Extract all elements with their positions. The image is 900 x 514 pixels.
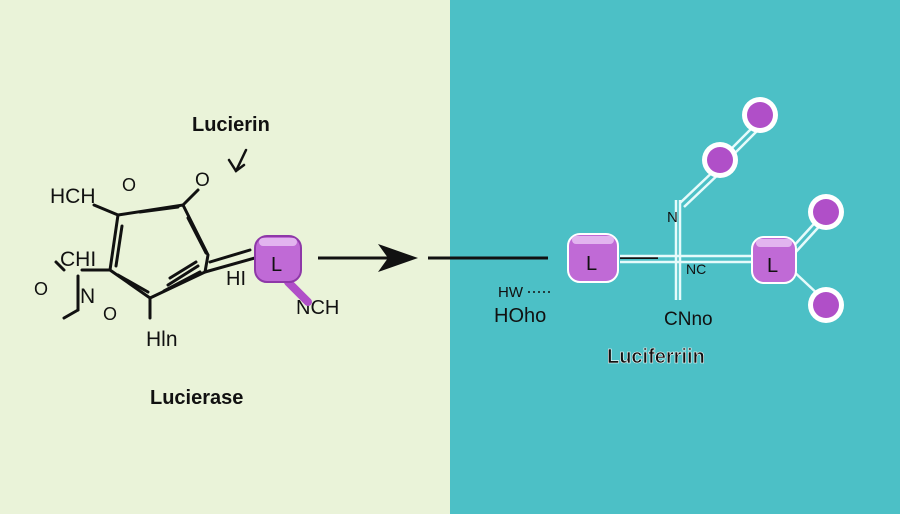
block-glyph: L [271,254,282,276]
double-bond [168,260,198,280]
bond [54,260,66,272]
atom-label-chi: CHI [60,248,96,271]
atom-label-hln: Hln [146,328,178,351]
atom-label-hw: HW [498,284,524,301]
bond [203,256,257,274]
atom-label-n: N [667,209,678,226]
double-bond [116,273,150,294]
bond [208,248,252,264]
left-title: Lucierin [192,114,270,136]
purple-atom-icon [808,194,844,230]
right-caption: Luciferriin [607,346,705,368]
molecule-block-icon: L [567,233,619,283]
double-bond [186,216,208,255]
purple-atom-icon [702,142,738,178]
atom-label-hch: HCH [50,185,96,208]
double-bond [162,270,202,293]
pointer-arrow-icon [227,148,248,173]
bond [62,308,80,320]
atom-label-nc: NC [686,261,706,277]
atom-label-cno: CNno [664,309,713,330]
block-glyph: L [586,253,597,275]
molecule-block-icon: L [751,236,797,284]
atom-label-o: O [122,175,136,195]
double-bond [114,224,124,268]
reaction-arrow-icon [318,244,418,272]
double-bond [166,264,200,287]
block-glyph: L [767,255,778,277]
atom-label-hi: HI [226,268,246,290]
atom-label-n: N [80,285,95,308]
bond [181,188,200,207]
left-caption: Lucierase [150,387,243,409]
atom-label-o: O [195,170,210,191]
atom-label-hoho: HOho [494,305,546,327]
purple-atom-icon [742,97,778,133]
bond [92,203,120,217]
purple-atom-icon [808,287,844,323]
double-bond [138,205,180,214]
atom-label-o: O [103,304,117,324]
left-molecule [54,188,257,320]
atom-label-o: O [34,279,48,299]
molecule-block-icon: L [254,235,312,306]
